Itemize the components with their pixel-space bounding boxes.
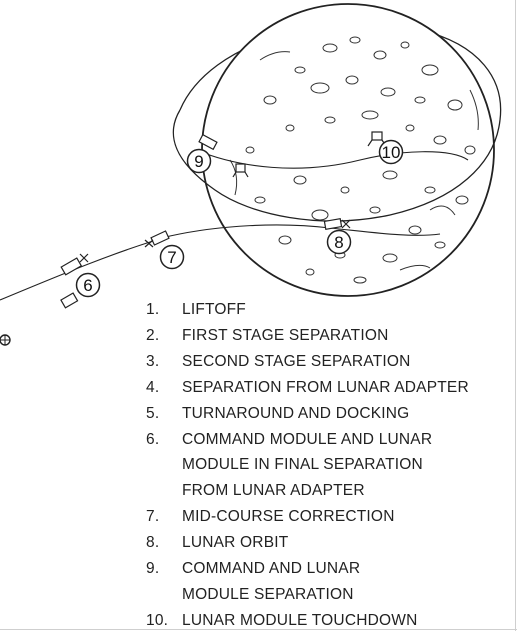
legend-list: 1. LIFTOFF 2. FIRST STAGE SEPARATION 3. SEC…: [146, 297, 469, 634]
legend-text: SECOND STAGE SEPARATION: [182, 352, 411, 370]
legend-item: 1. LIFTOFF: [146, 297, 469, 323]
legend-item: 5. TURNAROUND AND DOCKING: [146, 401, 469, 427]
bottom-border: [0, 629, 517, 630]
callout-8-label: 8: [334, 233, 343, 252]
spacecraft-9-icon: [198, 133, 249, 178]
legend-item: 3. SECOND STAGE SEPARATION: [146, 349, 469, 375]
legend-text: SEPARATION FROM LUNAR ADAPTER: [182, 378, 469, 396]
legend-number: 7.: [146, 508, 160, 526]
legend-item: 7. MID-COURSE CORRECTION: [146, 504, 469, 530]
legend-item: 8. LUNAR ORBIT: [146, 530, 469, 556]
legend-number: 3.: [146, 352, 160, 370]
legend-number: 10.: [146, 611, 169, 629]
legend-item: 4. SEPARATION FROM LUNAR ADAPTER: [146, 375, 469, 401]
earth-marker-icon: [0, 334, 11, 346]
callout-7-label: 7: [167, 248, 176, 267]
legend-item: 9. COMMAND AND LUNAR MODULE SEPARATION: [146, 556, 469, 608]
spacecraft-7-icon: [144, 230, 170, 248]
callout-7: 7: [159, 244, 185, 270]
legend-number: 2.: [146, 326, 160, 344]
callout-9: 9: [186, 148, 212, 174]
legend-text: FIRST STAGE SEPARATION: [182, 326, 389, 344]
trajectory-path: [0, 224, 441, 301]
legend-number: 1.: [146, 301, 160, 318]
legend-number: 5.: [146, 404, 160, 422]
callout-8: 8: [326, 229, 352, 255]
legend-text: COMMAND MODULE AND LUNAR MODULE IN FINAL…: [182, 430, 433, 500]
legend-number: 8.: [146, 534, 160, 552]
legend-item: 2. FIRST STAGE SEPARATION: [146, 323, 469, 349]
legend-text: MID-COURSE CORRECTION: [182, 508, 395, 526]
legend-item: 10. LUNAR MODULE TOUCHDOWN: [146, 608, 469, 634]
legend-text: TURNAROUND AND DOCKING: [182, 404, 410, 422]
legend-text: LUNAR MODULE TOUCHDOWN: [182, 611, 418, 629]
callout-6: 6: [75, 272, 101, 298]
lunar-orbit-path: [195, 149, 469, 169]
right-border: [515, 0, 516, 631]
moon-craters: [229, 36, 479, 284]
legend-text: LUNAR ORBIT: [182, 534, 289, 552]
callout-10: 10: [378, 139, 404, 165]
legend-item: 6. COMMAND MODULE AND LUNAR MODULE IN FIN…: [146, 427, 469, 505]
spacecraft-8-icon: [323, 217, 351, 231]
legend-text: COMMAND AND LUNAR MODULE SEPARATION: [182, 560, 361, 603]
callout-10-label: 10: [382, 143, 401, 162]
callout-9-label: 9: [194, 152, 203, 171]
spacecraft-6-icon: [60, 253, 89, 309]
orbit-ring-front: [172, 109, 501, 222]
callout-6-label: 6: [83, 276, 92, 295]
legend-number: 4.: [146, 378, 160, 396]
legend-number: 9.: [146, 560, 160, 578]
legend-number: 6.: [146, 430, 160, 448]
legend-text: LIFTOFF: [182, 301, 246, 318]
